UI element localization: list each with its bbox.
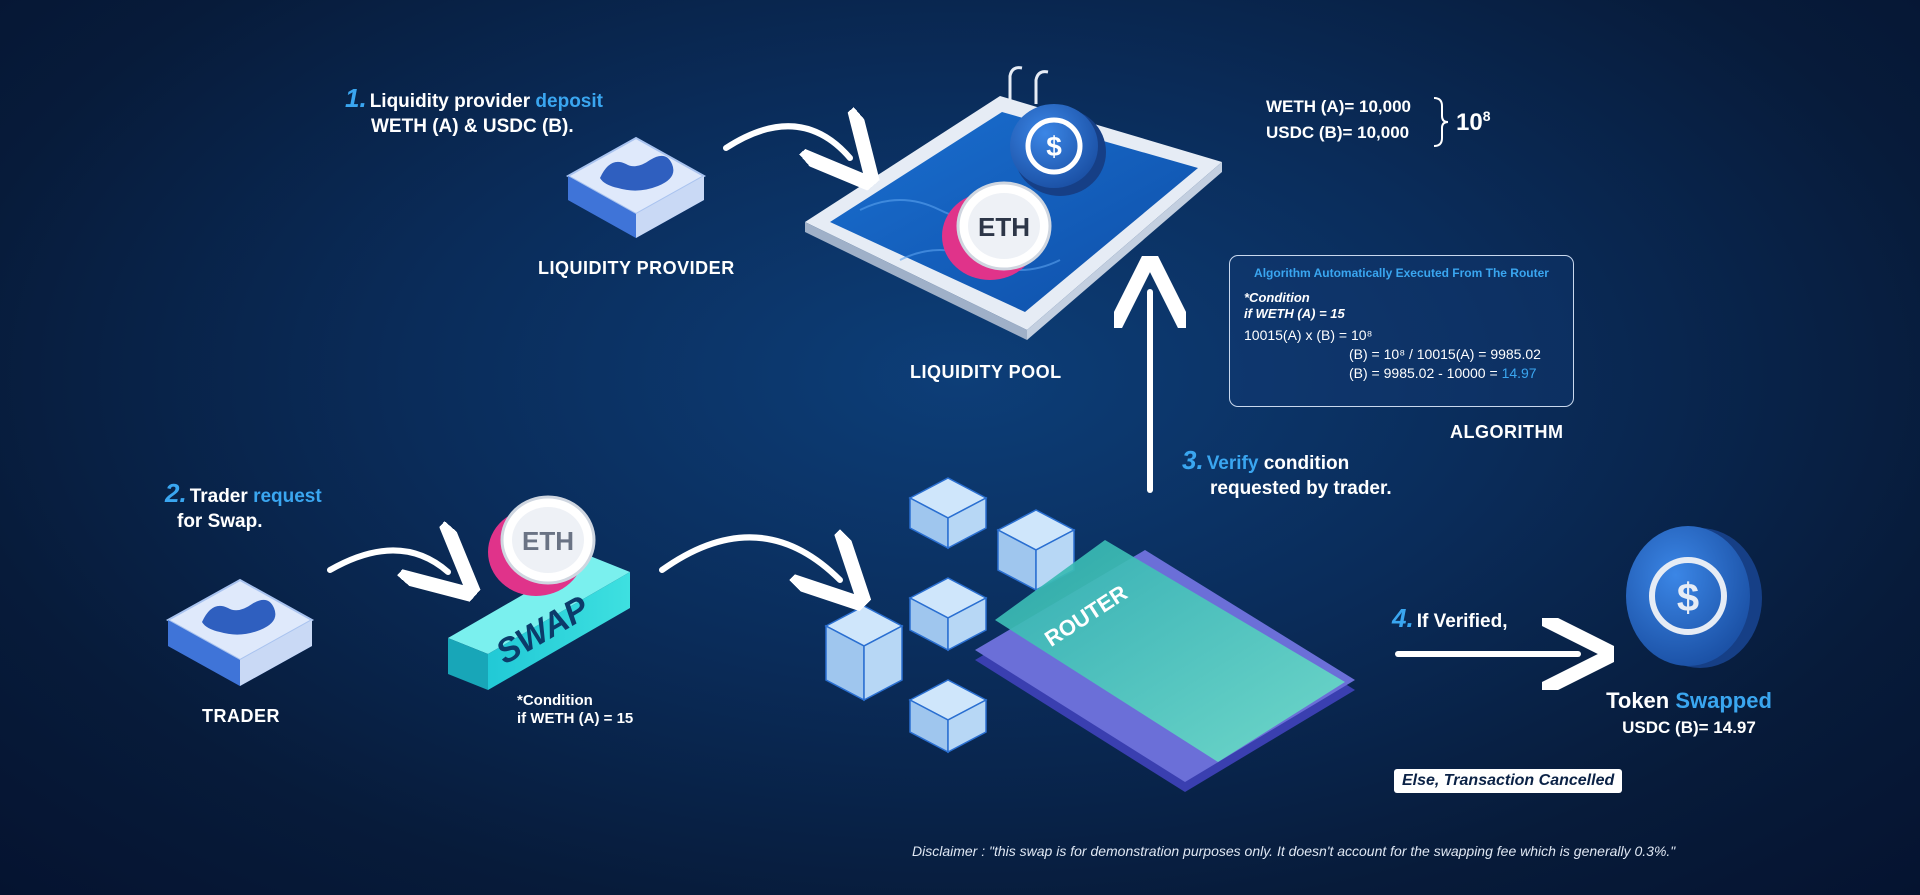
algorithm-eq-3-a: (B) = 9985.02 - 10000 = — [1349, 365, 1502, 381]
svg-text:$: $ — [1677, 576, 1699, 620]
result-block: Token Swapped USDC (B)= 14.97 — [1588, 688, 1790, 738]
algorithm-condition-1: *Condition — [1244, 290, 1310, 305]
step-4-text: 4.If Verified, — [1392, 603, 1508, 634]
algorithm-condition-2: if WETH (A) = 15 — [1244, 306, 1345, 321]
step-3-text: 3.Verify condition requested by trader. — [1182, 445, 1392, 501]
server-stacks — [824, 477, 1076, 754]
else-badge: Else, Transaction Cancelled — [1394, 769, 1623, 793]
result-text-a: Token — [1606, 688, 1676, 713]
step-4-number: 4. — [1392, 603, 1414, 633]
step-1-highlight: deposit — [535, 91, 603, 112]
step-2-number: 2. — [165, 478, 187, 508]
pool-total: 108 — [1456, 108, 1491, 137]
liquidity-provider-label: LIQUIDITY PROVIDER — [538, 258, 735, 278]
disclaimer: Disclaimer : "this swap is for demonstra… — [912, 843, 1676, 859]
step-4-text-a: If Verified, — [1416, 611, 1508, 632]
result-value: USDC (B)= 14.97 — [1622, 718, 1756, 737]
step-3-text-b: condition — [1258, 453, 1350, 474]
router-graphic: ROUTER — [975, 540, 1355, 792]
usdc-coin-result: $ — [1626, 526, 1762, 668]
pool-value-usdc: USDC (B)= 10,000 — [1266, 123, 1410, 142]
pool-value-weth: WETH (A)= 10,000 — [1266, 97, 1412, 116]
algorithm-label: ALGORITHM — [1450, 422, 1564, 442]
eth-coin-label: ETH — [978, 212, 1030, 242]
step-3-line2: requested by trader. — [1210, 478, 1392, 499]
step-3-highlight: Verify — [1206, 453, 1259, 474]
step-2-text-a: Trader — [189, 486, 254, 507]
step-3-number: 3. — [1182, 445, 1204, 475]
arrow-provider-to-pool — [723, 126, 850, 158]
step-1-number: 1. — [345, 83, 367, 113]
step-2-highlight: request — [253, 486, 322, 507]
algorithm-eq-2: (B) = 10⁸ / 10015(A) = 9985.02 — [1349, 346, 1541, 362]
liquidity-pool-label: LIQUIDITY POOL — [910, 362, 1062, 382]
eth-coin-swap-label: ETH — [522, 526, 574, 556]
eth-coin-pool: ETH — [942, 181, 1052, 280]
step-1-text-a: Liquidity provider — [369, 91, 536, 112]
eth-coin-swap: ETH — [488, 495, 596, 596]
pool-values: WETH (A)= 10,000 USDC (B)= 10,000 — [1266, 94, 1411, 146]
arrow-trader-to-swap — [327, 550, 448, 572]
algorithm-eq-3-b: 14.97 — [1501, 365, 1537, 381]
step-2-line2: for Swap. — [177, 511, 263, 532]
step-2-text: 2.Trader request for Swap. — [165, 478, 322, 534]
values-brace — [1433, 97, 1449, 147]
algorithm-eq-1: 10015(A) x (B) = 10⁸ — [1244, 327, 1373, 343]
step-1-line2: WETH (A) & USDC (B). — [371, 116, 574, 137]
trader-label: TRADER — [202, 706, 280, 726]
swap-condition-2: if WETH (A) = 15 — [517, 710, 634, 727]
result-highlight: Swapped — [1675, 688, 1772, 713]
swap-condition-1: *Condition — [517, 692, 593, 709]
swap-condition: *Condition if WETH (A) = 15 — [517, 692, 633, 728]
algorithm-eq-3: (B) = 9985.02 - 10000 = 14.97 — [1244, 364, 1559, 383]
algorithm-title: Algorithm Automatically Executed From Th… — [1254, 266, 1549, 280]
pool-total-base: 10 — [1456, 109, 1483, 136]
step-1-text: 1.Liquidity provider deposit WETH (A) & … — [345, 83, 603, 139]
svg-text:$: $ — [1046, 131, 1062, 162]
liquidity-provider-icon — [565, 136, 707, 238]
trader-icon — [165, 578, 315, 686]
arrow-swap-to-router — [659, 537, 840, 580]
usdc-coin-pool: $ — [1010, 104, 1106, 196]
pool-total-exp: 8 — [1482, 108, 1491, 124]
result-title: Token Swapped — [1588, 688, 1790, 714]
algorithm-box: Algorithm Automatically Executed From Th… — [1229, 255, 1574, 407]
